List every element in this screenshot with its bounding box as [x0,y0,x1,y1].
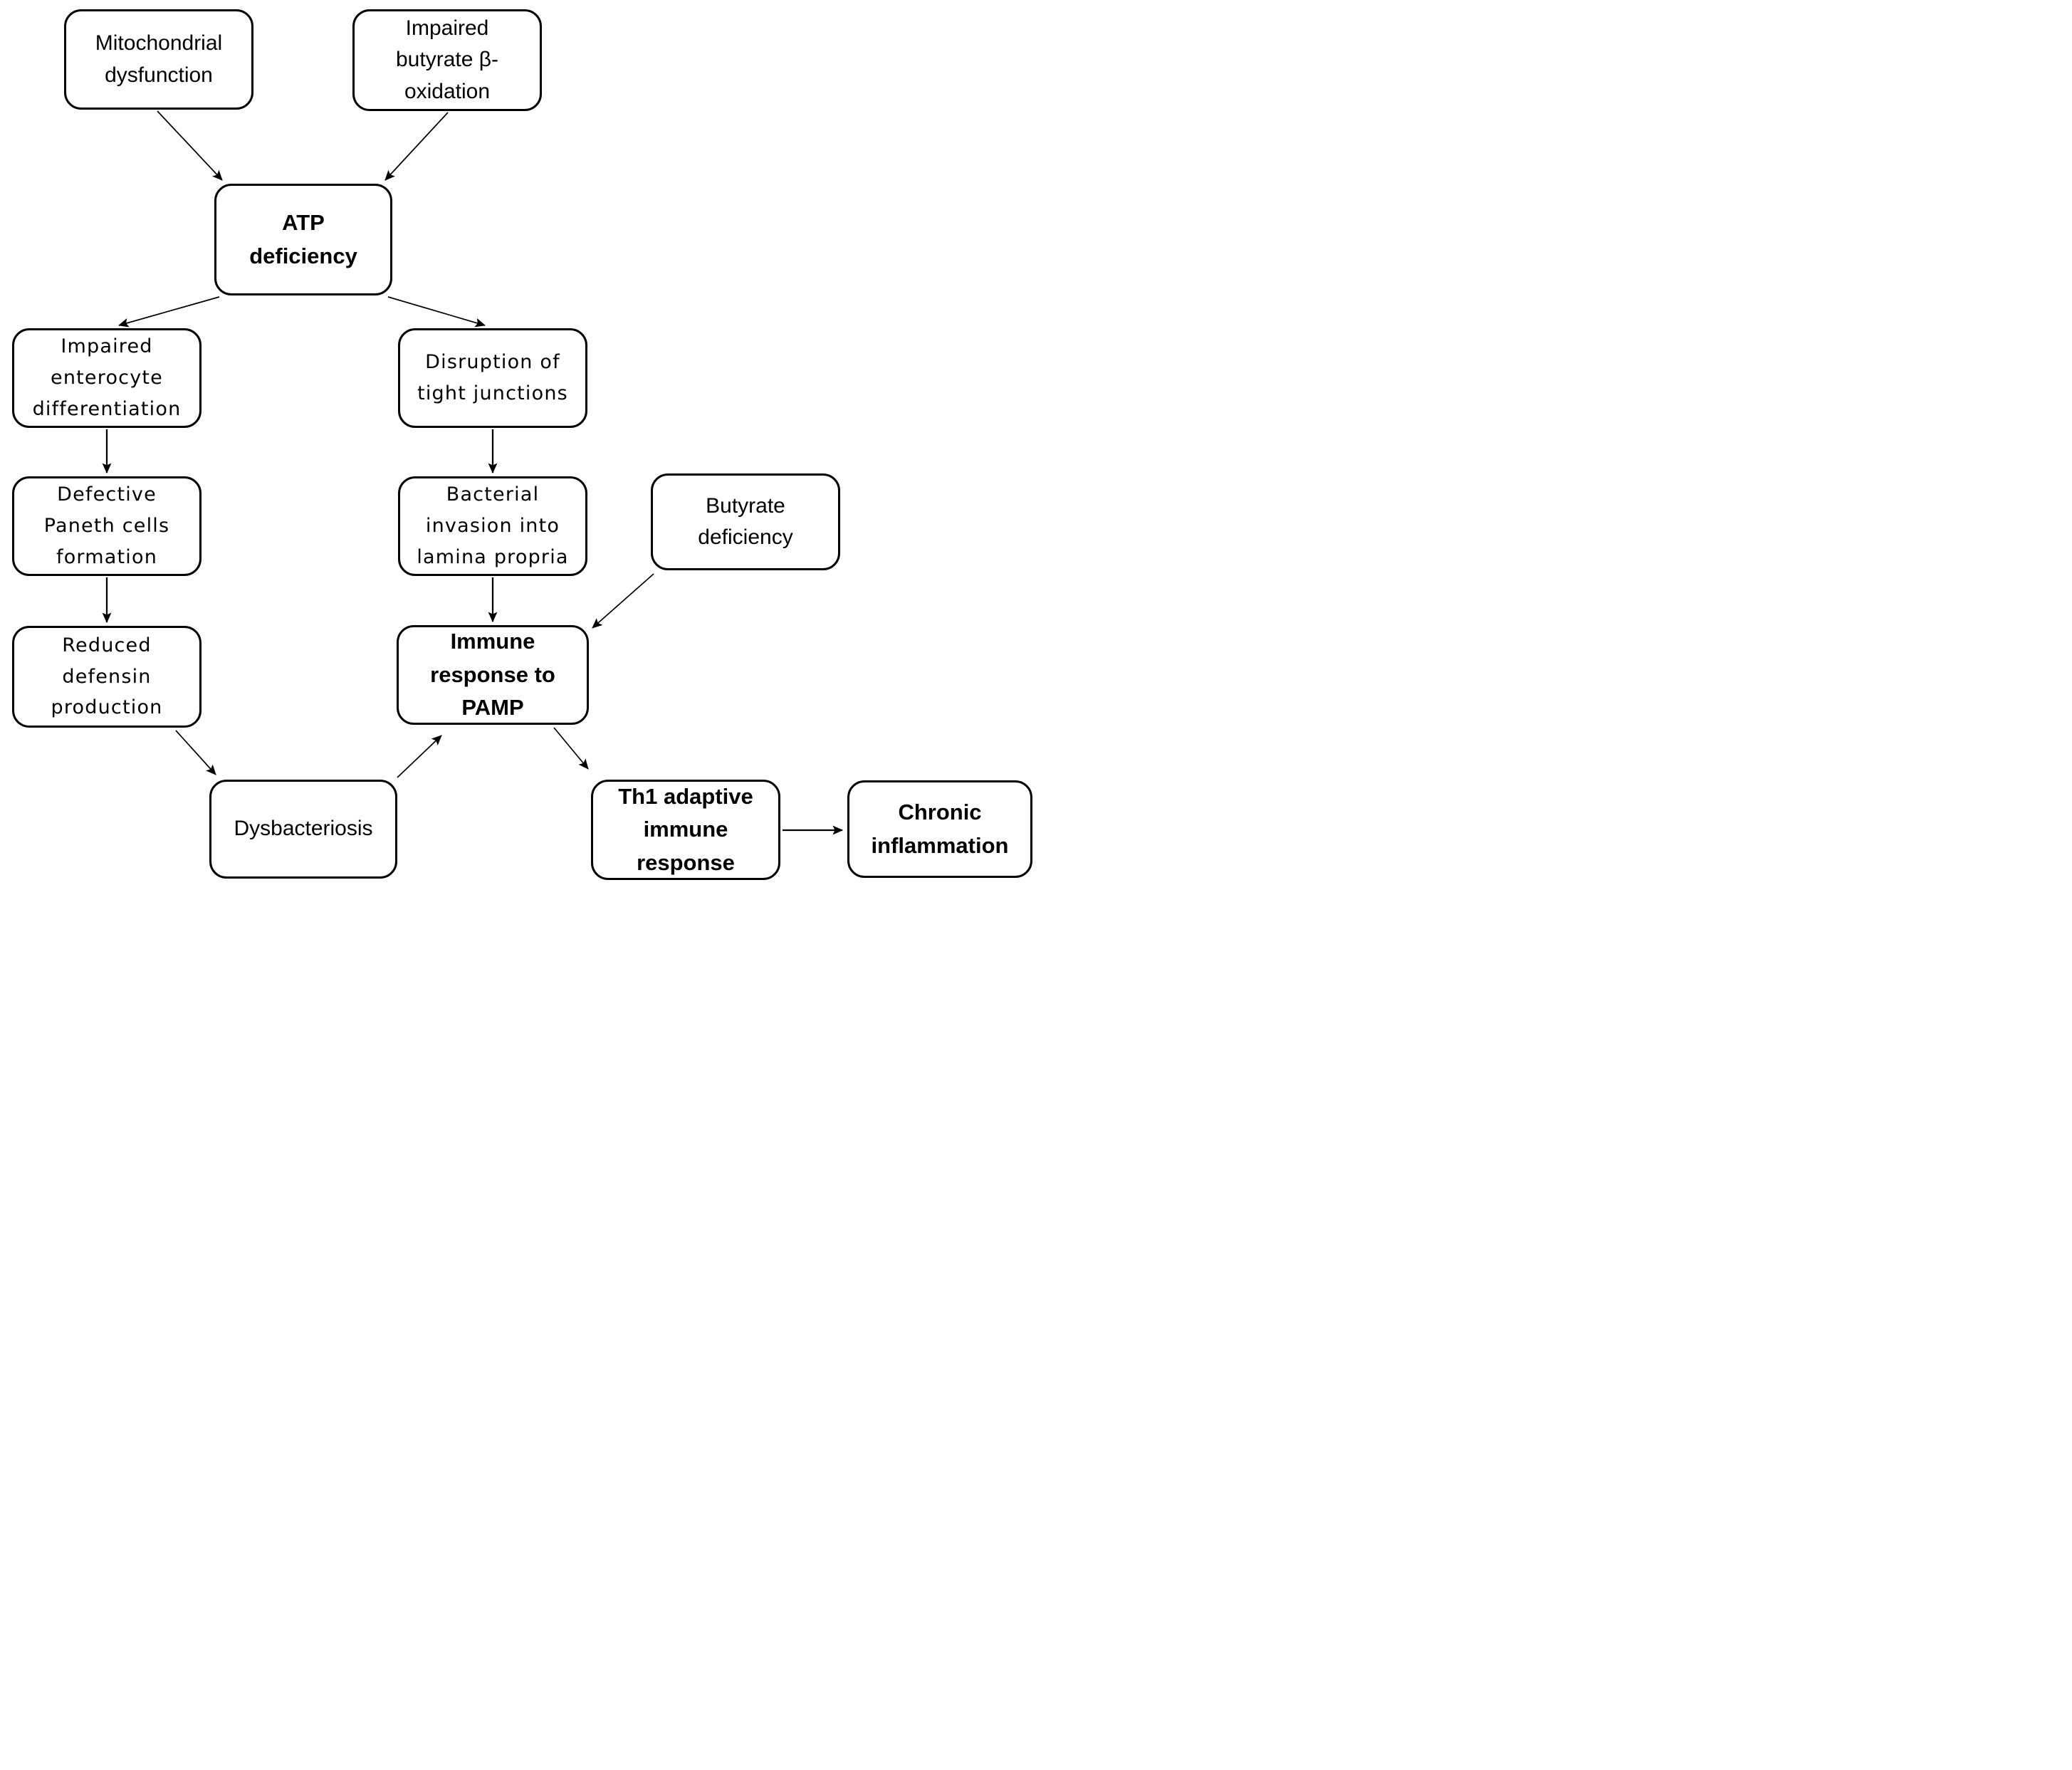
node-chronic-inflammation: Chronic inflammation [847,780,1032,878]
node-reduced-defensin-production: Reduced defensin production [12,626,202,728]
arrow-butyrox-to-atp [384,112,449,181]
arrows-layer [102,110,843,835]
node-impaired-butyrate-beta-oxidation: Impaired butyrate β-oxidation [352,9,542,111]
arrow-immune-to-th1 [553,727,589,770]
arrow-dysbact-to-immune [397,735,442,778]
node-label: Impaired butyrate β-oxidation [396,16,498,103]
node-label: Th1 adaptive immune response [618,783,753,875]
node-label: Impaired enterocyte differentiation [32,335,182,420]
node-immune-response-to-pamp: Immune response to PAMP [397,625,589,725]
node-butyrate-deficiency: Butyrate deficiency [651,473,840,570]
node-impaired-enterocyte-differentiation: Impaired enterocyte differentiation [12,328,202,428]
node-th1-adaptive-immune-response: Th1 adaptive immune response [591,780,780,880]
node-label: Butyrate deficiency [698,493,793,549]
node-label: Dysbacteriosis [234,817,373,841]
diagram-canvas: Mitochondrial dysfunction Impaired butyr… [0,0,1036,885]
node-label: Bacterial invasion into lamina propria [417,483,569,568]
node-label: Defective Paneth cells formation [43,483,170,568]
arrow-mito-to-atp [157,110,223,181]
node-label: Mitochondrial dysfunction [95,31,223,87]
node-atp-deficiency: ATP deficiency [214,184,392,295]
arrow-atp-to-entero [118,296,220,328]
node-bacterial-invasion-lamina-propria: Bacterial invasion into lamina propria [398,476,587,576]
node-mitochondrial-dysfunction: Mitochondrial dysfunction [64,9,253,110]
node-label: Disruption of tight junctions [417,351,568,404]
node-defective-paneth-cells-formation: Defective Paneth cells formation [12,476,202,576]
arrow-atp-to-tight [387,296,486,328]
node-label: Immune response to PAMP [430,629,555,721]
arrow-defensin-to-dysbact [175,730,216,775]
node-disruption-of-tight-junctions: Disruption of tight junctions [398,328,587,428]
node-label: Chronic inflammation [871,800,1009,858]
node-dysbacteriosis: Dysbacteriosis [209,780,397,879]
node-label: Reduced defensin production [51,634,163,719]
node-label: ATP deficiency [249,210,357,268]
arrow-butyrdef-to-immune [592,573,654,629]
